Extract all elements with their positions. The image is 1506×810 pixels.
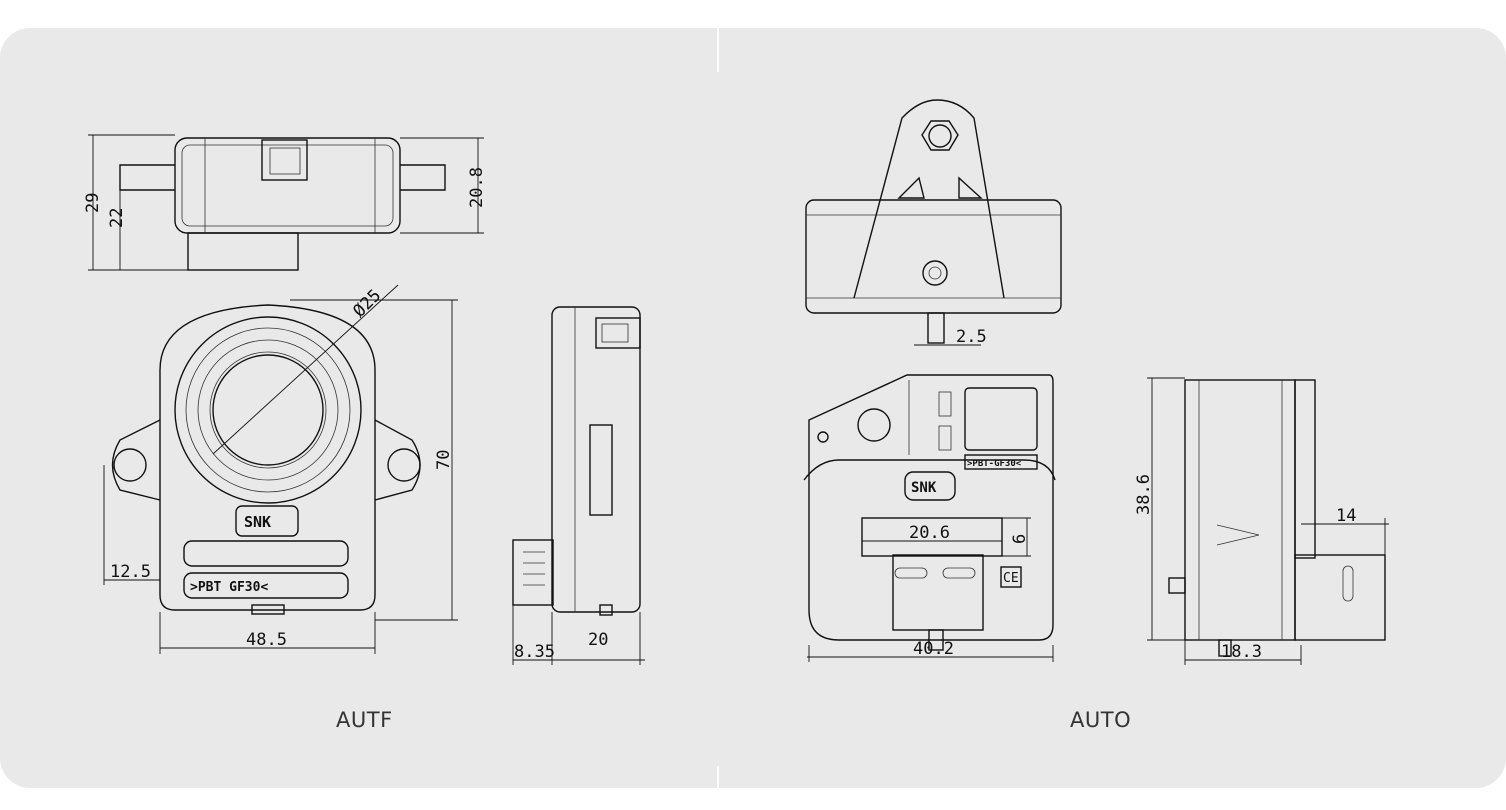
- autf-top-view: [119, 137, 446, 271]
- dim-22: 22: [107, 208, 127, 228]
- autf-panel: 29 22 20.8 Ø25 70 12.5 48.5 8.35 20 SNK …: [0, 0, 718, 810]
- autf-side-view: [512, 306, 641, 616]
- auto-material-label: >PBT-GF30<: [967, 459, 1022, 469]
- dim-40-2: 40.2: [913, 639, 954, 659]
- auto-ce-mark: CE: [1003, 571, 1019, 586]
- dim-38-6: 38.6: [1134, 474, 1154, 515]
- dim-18-3: 18.3: [1221, 642, 1262, 662]
- dim-20: 20: [588, 630, 608, 650]
- autf-technical-drawing: 29 22 20.8 Ø25 70 12.5 48.5 8.35 20 SNK …: [83, 134, 645, 665]
- autf-front-view: [111, 284, 421, 615]
- dim-70: 70: [434, 450, 454, 470]
- autf-top-dims: [88, 134, 484, 271]
- auto-logo: SNK: [911, 480, 937, 496]
- panel-divider-top: [717, 28, 719, 72]
- drawing-card: [0, 28, 1506, 788]
- dim-29: 29: [83, 193, 103, 213]
- auto-top-view: [805, 99, 1062, 346]
- dim-20-8: 20.8: [467, 167, 487, 208]
- dim-20-6: 20.6: [909, 523, 950, 543]
- autf-logo: SNK: [244, 513, 271, 531]
- auto-caption: AUTO: [1070, 708, 1132, 732]
- auto-panel: 2.5 20.6 6 40.2 38.6 14 18.3 SNK >PBT-GF…: [719, 0, 1506, 810]
- dim-14: 14: [1336, 506, 1356, 526]
- auto-front-view: [803, 374, 1056, 662]
- dim-diameter-25: Ø25: [349, 286, 385, 322]
- dim-6: 6: [1010, 534, 1030, 544]
- dim-12-5: 12.5: [110, 562, 151, 582]
- dim-48-5: 48.5: [246, 630, 287, 650]
- auto-technical-drawing: 2.5 20.6 6 40.2 38.6 14 18.3 SNK >PBT-GF…: [803, 99, 1389, 665]
- auto-side-view: [1147, 377, 1389, 665]
- panel-divider-bottom: [717, 766, 719, 810]
- bottom-strip: [40, 798, 1466, 810]
- dim-2-5: 2.5: [956, 327, 987, 347]
- autf-front-dims: [103, 299, 458, 654]
- autf-material-label: >PBT GF30<: [190, 580, 268, 595]
- dim-8-35: 8.35: [514, 642, 555, 662]
- autf-side-dims: [512, 605, 645, 665]
- autf-caption: AUTF: [336, 708, 393, 732]
